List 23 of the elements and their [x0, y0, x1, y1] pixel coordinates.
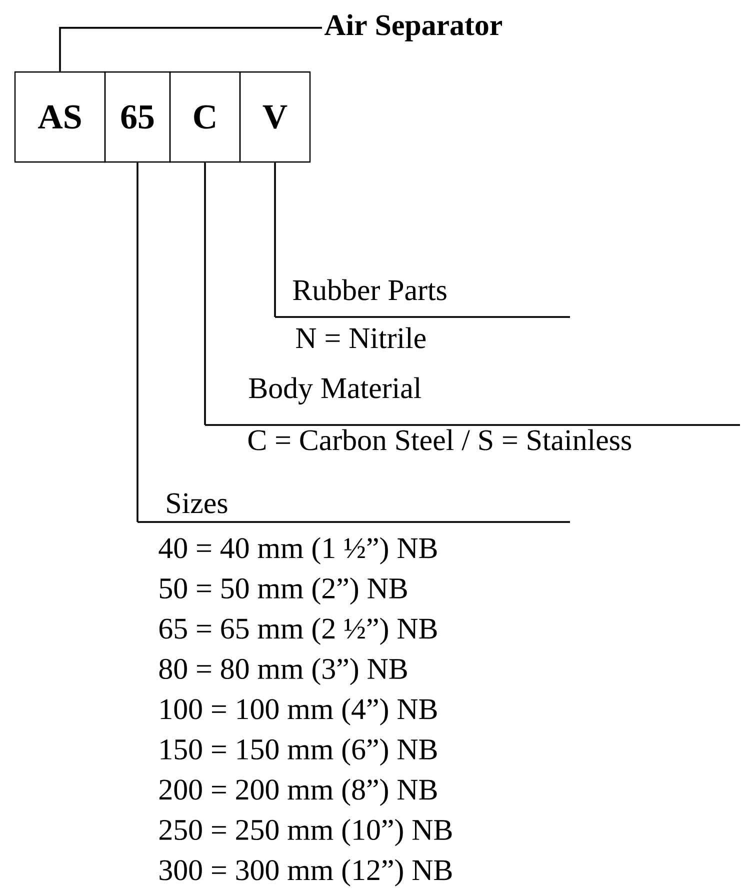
code-box: 65	[104, 71, 171, 163]
description-text: 300 = 300 mm (12”) NB	[160, 859, 452, 886]
leader-line	[136, 162, 138, 522]
code-box: C	[169, 71, 241, 163]
description-text: 80 = 80 mm (3”) NB	[159, 658, 407, 686]
description-text: 200 = 200 mm (8”) NB	[160, 778, 437, 806]
code-box: V	[239, 71, 311, 163]
leader-line	[59, 26, 322, 72]
heading-text: Air Separator	[324, 14, 502, 42]
description-text: C = Carbon Steel / S = Stainless	[248, 429, 632, 450]
heading-text: Body Material	[249, 377, 422, 404]
leader-line	[204, 162, 206, 425]
description-text: 40 = 40 mm (1 ½”) NB	[158, 537, 437, 564]
description-text: 65 = 65 mm (2 ½”) NB	[159, 618, 437, 645]
leader-line	[274, 162, 276, 317]
description-text: 100 = 100 mm (4”) NB	[160, 698, 437, 726]
code-box: AS	[14, 71, 106, 163]
description-text: 250 = 250 mm (10”) NB	[160, 819, 452, 846]
heading-text: Sizes	[167, 493, 228, 514]
description-text: 150 = 150 mm (6”) NB	[160, 738, 437, 766]
description-text: 50 = 50 mm (2”) NB	[160, 578, 407, 605]
heading-text: Rubber Parts	[293, 279, 446, 300]
description-text: N = Nitrile	[296, 327, 426, 348]
